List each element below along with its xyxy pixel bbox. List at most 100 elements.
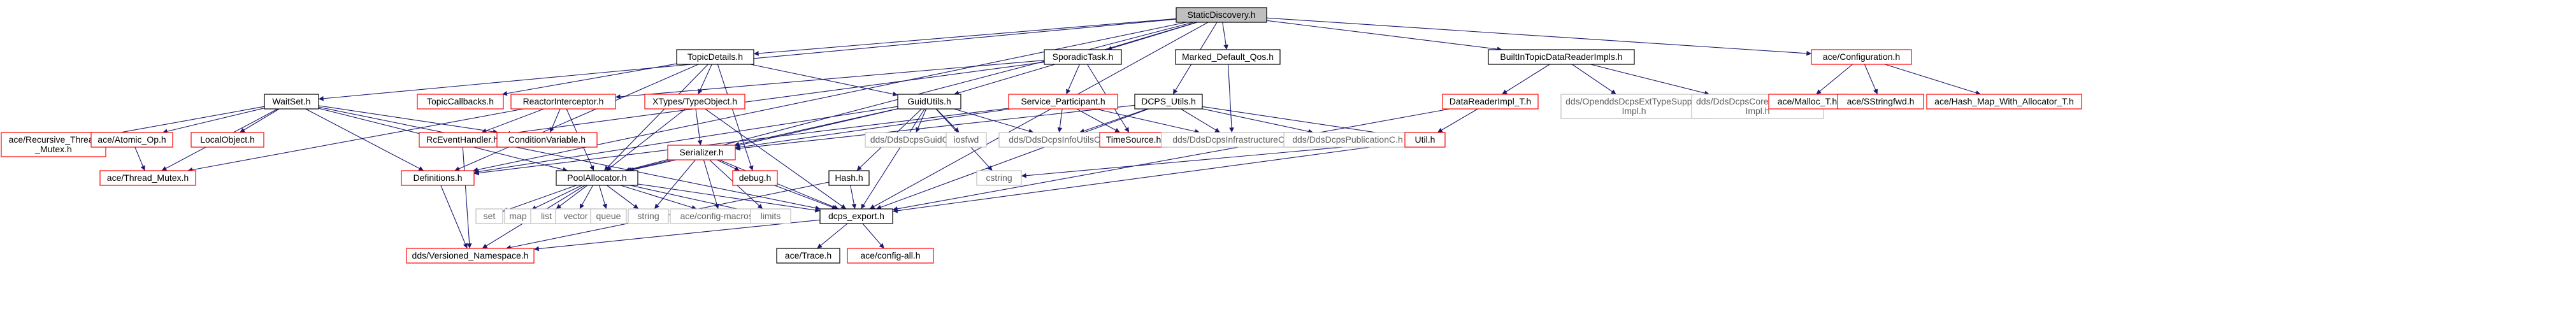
edge-waitset-to-localobj [240, 108, 280, 133]
node-label: RcEventHandler.h [426, 134, 498, 145]
edge-xtypes-to-serializer [695, 108, 703, 146]
node-label: dds/DdsDcpsInfrastructureC.h [1172, 134, 1292, 145]
node-waitset[interactable]: WaitSet.h [264, 94, 319, 110]
node-list: list [530, 208, 563, 224]
node-rceventhandler[interactable]: RcEventHandler.h [419, 132, 506, 148]
edge-topicdetails-to-topiccb [502, 63, 677, 96]
node-xtypes[interactable]: XTypes/TypeObject.h [644, 94, 745, 110]
node-acetrace[interactable]: ace/Trace.h [776, 248, 840, 264]
node-label: string [637, 211, 659, 221]
node-poolalloc[interactable]: PoolAllocator.h [556, 170, 638, 186]
node-topicdetails[interactable]: TopicDetails.h [676, 49, 754, 65]
node-box [1008, 94, 1118, 110]
node-label: dds/DdsDcpsPublicationC.h [1292, 134, 1403, 145]
node-marked[interactable]: Marked_Default_Qos.h [1175, 49, 1281, 65]
node-configall[interactable]: ace/config-all.h [847, 248, 934, 264]
node-label: dds/Versioned_Namespace.h [412, 250, 529, 260]
node-atomic[interactable]: ace/Atomic_Op.h [90, 132, 173, 148]
edge-definitions-to-versioned [440, 185, 468, 249]
node-box [732, 170, 778, 186]
node-box [90, 132, 173, 148]
node-label: SporadicTask.h [1053, 52, 1114, 62]
node-topiccb[interactable]: TopicCallbacks.h [417, 94, 504, 110]
node-box [191, 132, 264, 148]
node-dcpsexport[interactable]: dcps_export.h [819, 208, 893, 224]
edge-service-to-infoutils [1057, 108, 1063, 133]
node-label: queue [596, 211, 621, 221]
edge-guidutils-to-poolalloc [628, 108, 898, 173]
node-box [1134, 94, 1203, 110]
node-label: ace/Malloc_T.h [1778, 96, 1837, 106]
node-condvar[interactable]: ConditionVariable.h [496, 132, 598, 148]
node-aceconfig[interactable]: ace/Configuration.h [1811, 49, 1912, 65]
edge-aceconfig-to-hashmap [1885, 64, 1981, 96]
node-threadmutex[interactable]: ace/Thread_Mutex.h [99, 170, 196, 186]
node-dcpsutils[interactable]: DCPS_Utils.h [1134, 94, 1203, 110]
node-definitions[interactable]: Definitions.h [401, 170, 475, 186]
edge-service-to-infrastructure [1095, 108, 1200, 134]
node-serializer[interactable]: Serializer.h [667, 145, 736, 160]
node-box [750, 208, 791, 224]
node-label: DCPS_Utils.h [1141, 96, 1196, 106]
node-label: ace/SStringfwd.h [1847, 96, 1915, 106]
node-recmutex[interactable]: ace/Recursive_Thread_Mutex.h [1, 132, 106, 157]
node-box [1404, 132, 1446, 148]
edge-topicdetails-to-debug [717, 64, 754, 171]
edge-root-to-marked [1222, 22, 1228, 50]
node-label: ace/config-all.h [860, 250, 920, 260]
node-sporadic[interactable]: SporadicTask.h [1044, 49, 1122, 65]
node-localobj[interactable]: LocalObject.h [191, 132, 264, 148]
node-publicationc: dds/DdsDcpsPublicationC.h [1283, 132, 1412, 148]
edge-guidutils-to-serializer [734, 108, 898, 147]
node-service[interactable]: Service_Participant.h [1008, 94, 1118, 110]
edge-waitset-to-recmutex [105, 106, 265, 137]
node-box [264, 94, 319, 110]
node-box [1926, 94, 2082, 110]
node-label: ace/Thread_Mutex.h [107, 173, 189, 183]
node-box [406, 248, 535, 264]
node-box [1044, 49, 1122, 65]
node-label: cstring [986, 173, 1012, 183]
node-malloc[interactable]: ace/Malloc_T.h [1768, 94, 1846, 110]
node-timesource[interactable]: TimeSource.h [1099, 132, 1168, 148]
edge-guidutils-to-iosfwd [936, 108, 960, 133]
edge-serializer-to-string [654, 159, 696, 210]
edge-xtypes-to-poolalloc [606, 108, 686, 171]
node-label: XTypes/TypeObject.h [652, 96, 737, 106]
edge-poolalloc-to-queue [598, 185, 607, 210]
node-hashmap[interactable]: ace/Hash_Map_With_Allocator_T.h [1926, 94, 2082, 110]
node-box [847, 248, 934, 264]
node-label: LocalObject.h [200, 134, 255, 145]
node-label: dcps_export.h [828, 211, 884, 221]
node-label: TopicDetails.h [687, 52, 743, 62]
node-box [828, 170, 870, 186]
node-guidutils[interactable]: GuidUtils.h [897, 94, 961, 110]
node-hash[interactable]: Hash.h [828, 170, 870, 186]
node-label: ace/Configuration.h [1823, 52, 1900, 62]
edge-topicdetails-to-guidutils [750, 64, 898, 97]
edge-poolalloc-to-list [556, 185, 588, 210]
edge-poolalloc-to-vector [579, 185, 594, 210]
node-util[interactable]: Util.h [1404, 132, 1446, 148]
edge-guidutils-to-guidc [916, 108, 927, 133]
node-label: PoolAllocator.h [567, 173, 626, 183]
node-builtin[interactable]: BuiltInTopicDataReaderImpls.h [1488, 49, 1635, 65]
node-configmacros: ace/config-macros.h [670, 208, 771, 224]
node-versioned[interactable]: dds/Versioned_Namespace.h [406, 248, 535, 264]
edge-util-to-dcpsexport [892, 142, 1406, 213]
edge-aceconfig-to-sstring [1864, 64, 1878, 95]
node-reactor[interactable]: ReactorInterceptor.h [510, 94, 616, 110]
node-box [644, 94, 745, 110]
edge-service-to-timesource [1076, 108, 1121, 133]
node-debug[interactable]: debug.h [732, 170, 778, 186]
node-root[interactable]: StaticDiscovery.h [1176, 7, 1267, 23]
node-label: Definitions.h [413, 173, 462, 183]
edge-datareaderimpl-to-util [1437, 108, 1478, 133]
edge-dcpsexport-to-versioned [533, 219, 821, 252]
node-sstring[interactable]: ace/SStringfwd.h [1837, 94, 1924, 110]
node-datareaderimpl[interactable]: DataReaderImpl_T.h [1442, 94, 1539, 110]
edge-topicdetails-to-xtypes [698, 64, 712, 95]
node-box [628, 208, 669, 224]
